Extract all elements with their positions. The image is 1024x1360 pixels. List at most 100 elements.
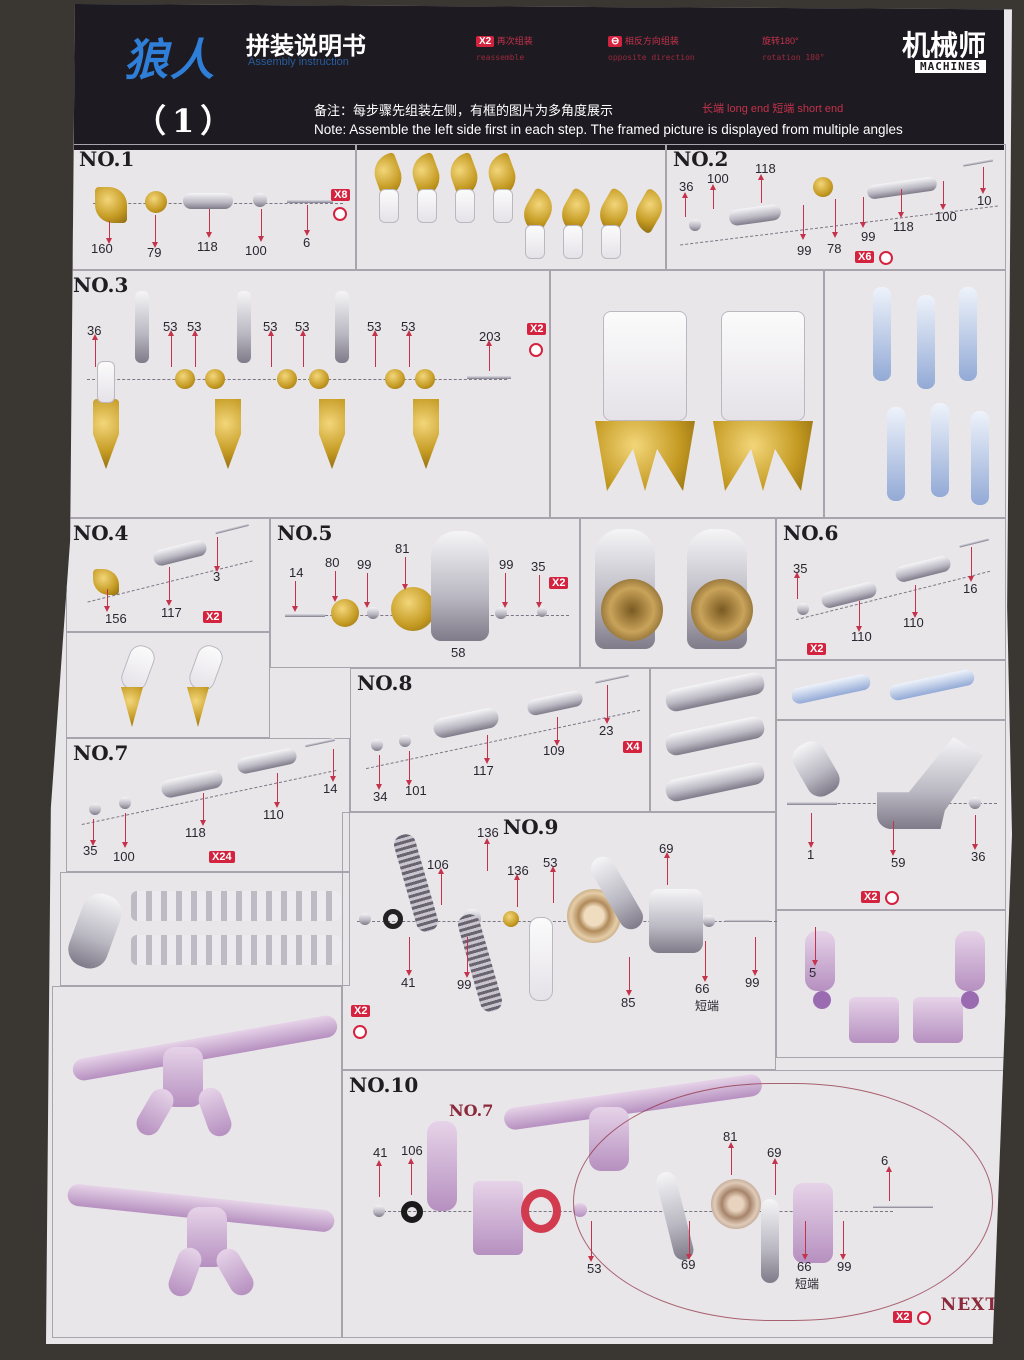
part-screw bbox=[962, 158, 994, 167]
multiplier-badge: X2 bbox=[807, 643, 827, 655]
part-number: 66 bbox=[797, 1259, 812, 1274]
part-nut bbox=[797, 603, 809, 615]
part-number: 106 bbox=[401, 1143, 423, 1158]
legend-rotation: 旋转180° rotation 180° bbox=[762, 34, 825, 62]
part-number: 118 bbox=[755, 161, 776, 176]
part-joint bbox=[493, 189, 513, 223]
part-gear bbox=[691, 579, 753, 641]
part-link bbox=[431, 706, 501, 740]
title-chinese: 拼装说明书 bbox=[246, 32, 366, 60]
part-link bbox=[335, 291, 349, 363]
step-no8-result bbox=[650, 668, 776, 812]
part-number: 110 bbox=[903, 615, 924, 630]
short-end-label: 短端 bbox=[695, 999, 720, 1013]
part-gear bbox=[391, 587, 435, 631]
step-label: NO.8 bbox=[357, 671, 413, 695]
part-washer bbox=[399, 735, 411, 747]
part-number: 100 bbox=[707, 171, 729, 186]
part-spike bbox=[215, 399, 241, 469]
part-nut bbox=[277, 369, 297, 389]
multiplier-badge: X2 bbox=[861, 891, 881, 903]
part-spike bbox=[121, 687, 143, 727]
part-number: 69 bbox=[767, 1145, 782, 1160]
step-no2-result bbox=[824, 270, 1006, 518]
next-page-link[interactable]: NEXT bbox=[940, 1295, 999, 1315]
part-number: 136 bbox=[507, 863, 529, 878]
part-link bbox=[663, 714, 767, 758]
step-label: NO.7 bbox=[73, 741, 129, 765]
step-no2: NO.2 36 100 118 99 78 99 118 100 10 X6 bbox=[666, 144, 1006, 270]
step-no10: NO.10 NO.7 41 106 53 69 81 69 66 短端 99 6 bbox=[342, 1070, 1006, 1338]
part-number: 66 bbox=[695, 981, 710, 996]
part-number: 100 bbox=[245, 243, 267, 258]
part-number: 117 bbox=[473, 763, 494, 778]
part-spike bbox=[187, 687, 209, 727]
step-label: NO.10 bbox=[349, 1073, 419, 1097]
sub-step-label: NO.7 bbox=[449, 1101, 494, 1120]
part-knob bbox=[961, 991, 979, 1009]
part-bracket bbox=[649, 889, 703, 953]
part-number: 36 bbox=[971, 849, 986, 864]
part-joint bbox=[529, 917, 553, 1001]
part-number: 99 bbox=[861, 229, 876, 244]
multiplier-badge: X4 bbox=[623, 741, 643, 753]
part-number: 3 bbox=[213, 569, 221, 584]
step-label: NO.3 bbox=[73, 273, 129, 297]
step-no5-result bbox=[580, 518, 776, 668]
part-nut bbox=[175, 369, 195, 389]
part-screw bbox=[215, 522, 249, 535]
part-link bbox=[235, 746, 299, 776]
part-number: 99 bbox=[837, 1259, 852, 1274]
part-joint bbox=[887, 407, 905, 501]
part-number: 58 bbox=[451, 645, 466, 660]
step-no8-bracket: 1 59 36 X2 bbox=[776, 720, 1006, 910]
legend-sub: opposite direction bbox=[608, 53, 695, 62]
part-bracket bbox=[913, 997, 963, 1043]
part-number: 69 bbox=[681, 1257, 696, 1272]
part-number: 35 bbox=[531, 559, 546, 574]
part-bracket bbox=[849, 997, 899, 1043]
part-rubber-ring bbox=[383, 909, 403, 929]
header-banner: 狼人 拼装说明书 Assembly instruction X2 再次组装 re… bbox=[74, 4, 1004, 150]
part-leg bbox=[132, 1084, 178, 1140]
part-number: 78 bbox=[827, 241, 842, 256]
part-joint bbox=[417, 189, 437, 223]
part-claws bbox=[713, 421, 813, 491]
part-number: 85 bbox=[621, 995, 636, 1010]
legend-sub: reassemble bbox=[476, 53, 525, 62]
step-label: NO.6 bbox=[783, 521, 839, 545]
step-no5: NO.5 14 80 99 81 58 99 35 X2 bbox=[270, 518, 580, 668]
part-links-row bbox=[131, 891, 341, 921]
part-number: 117 bbox=[161, 605, 182, 620]
part-joint bbox=[601, 225, 621, 259]
legend-tag: X2 bbox=[476, 36, 495, 47]
title-english: Assembly instruction bbox=[248, 56, 349, 68]
part-link bbox=[790, 672, 872, 706]
part-number: 14 bbox=[289, 565, 304, 580]
part-spring bbox=[455, 911, 505, 1015]
part-number: 35 bbox=[83, 843, 98, 858]
part-assembly bbox=[721, 311, 805, 421]
part-number: 110 bbox=[263, 807, 284, 822]
part-nut bbox=[205, 369, 225, 389]
part-nut bbox=[969, 797, 981, 809]
part-joint bbox=[955, 931, 985, 991]
part-nut bbox=[503, 911, 519, 927]
part-gear bbox=[601, 579, 663, 641]
part-number: 14 bbox=[323, 781, 338, 796]
part-number: 6 bbox=[303, 235, 311, 250]
part-link bbox=[663, 670, 767, 714]
part-claws bbox=[595, 421, 695, 491]
part-claw bbox=[628, 187, 670, 235]
part-number: 59 bbox=[891, 855, 906, 870]
part-link bbox=[237, 291, 251, 363]
part-joint bbox=[185, 641, 227, 695]
opposite-direction-icon bbox=[917, 1311, 931, 1325]
opposite-direction-icon bbox=[885, 891, 899, 905]
part-bracket bbox=[877, 737, 983, 829]
part-number: 100 bbox=[935, 209, 957, 224]
part-number: 5 bbox=[809, 965, 817, 980]
part-number: 110 bbox=[851, 629, 872, 644]
part-nut bbox=[89, 803, 101, 815]
part-spike bbox=[93, 569, 119, 595]
